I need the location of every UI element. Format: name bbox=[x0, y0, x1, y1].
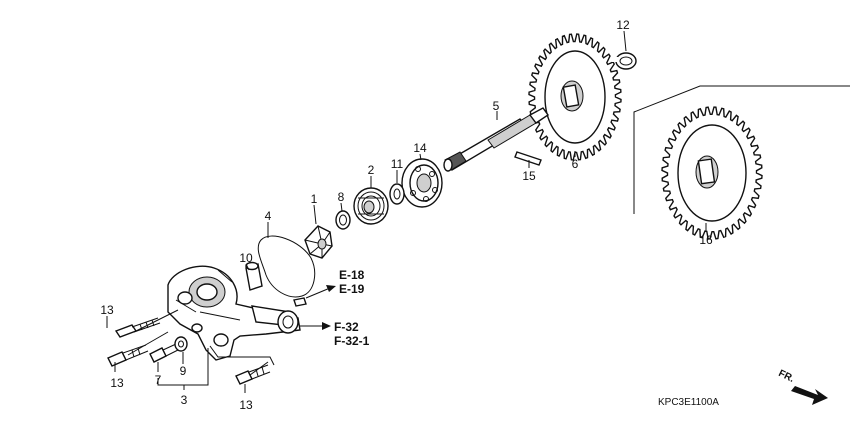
bolt-upper bbox=[114, 317, 161, 338]
fr-label: FR. bbox=[777, 368, 796, 385]
impeller bbox=[304, 225, 333, 259]
front-direction-arrow: FR. bbox=[777, 368, 828, 405]
reference-arrows bbox=[300, 285, 336, 330]
oring-small bbox=[335, 210, 351, 230]
dowel-pin bbox=[245, 261, 263, 291]
driven-gear bbox=[528, 33, 622, 161]
pump-shaft bbox=[443, 107, 549, 172]
sealing-washer bbox=[174, 336, 188, 352]
callout-5: 5 bbox=[493, 99, 500, 113]
circlip bbox=[612, 52, 637, 70]
pump-housing bbox=[167, 265, 301, 361]
leader-lines bbox=[106, 30, 707, 393]
callout-1: 1 bbox=[311, 192, 318, 206]
inset-frame bbox=[633, 85, 850, 214]
ref-f32-1: F-32-1 bbox=[334, 334, 370, 348]
callout-2: 2 bbox=[368, 163, 375, 177]
ref-e19: E-19 bbox=[339, 282, 365, 296]
callout-6: 6 bbox=[572, 157, 579, 171]
callout-7: 7 bbox=[155, 373, 162, 387]
callout-13-upper: 13 bbox=[100, 303, 114, 317]
callout-15: 15 bbox=[522, 169, 536, 183]
bolt-seven bbox=[149, 343, 179, 363]
callout-10: 10 bbox=[239, 251, 253, 265]
callout-16: 16 bbox=[699, 233, 713, 247]
bolt-lower-left bbox=[107, 344, 149, 367]
pump-cover-gasket bbox=[257, 235, 316, 298]
bolt-lower-right bbox=[235, 364, 271, 385]
diagram-code: KPC3E1100A bbox=[658, 397, 719, 408]
callout-12: 12 bbox=[616, 18, 630, 32]
callout-13-lower: 13 bbox=[239, 398, 253, 412]
ref-e18: E-18 bbox=[339, 268, 365, 282]
callout-11: 11 bbox=[391, 157, 404, 171]
callout-14: 14 bbox=[413, 141, 427, 155]
pin bbox=[514, 151, 542, 166]
inset-gear bbox=[661, 106, 763, 240]
washer bbox=[389, 183, 405, 205]
fitting-nipple bbox=[293, 297, 307, 307]
callout-3: 3 bbox=[181, 393, 188, 407]
callout-13-left: 13 bbox=[110, 376, 124, 390]
callout-4: 4 bbox=[265, 209, 272, 223]
bearing bbox=[401, 158, 443, 208]
mechanical-seal bbox=[353, 187, 389, 225]
ref-f32: F-32 bbox=[334, 320, 359, 334]
callout-8: 8 bbox=[338, 190, 345, 204]
callout-9: 9 bbox=[180, 364, 187, 378]
